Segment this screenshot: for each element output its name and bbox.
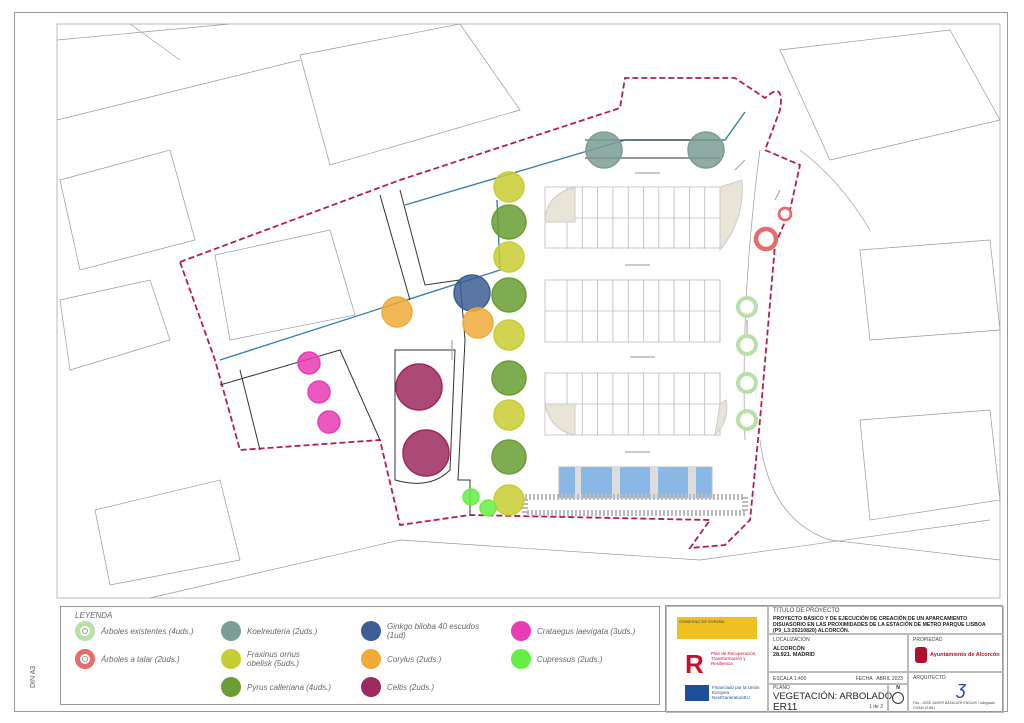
existing-tree — [735, 333, 759, 357]
legend-label: Cupressus (2uds.) — [537, 654, 603, 664]
plan-title: VEGETACIÓN: ARBOLADO — [773, 691, 893, 702]
planted-tree — [381, 296, 413, 328]
location-city: ALCORCÓN — [773, 646, 805, 652]
legend-label: Crataegus laevigata (3uds.) — [537, 626, 636, 636]
legend-label: Corylus (2uds.) — [387, 654, 442, 664]
tree-to-cut — [777, 206, 793, 222]
eu-flag — [685, 685, 709, 701]
existing-tree — [735, 408, 759, 432]
legend-item: Árboles existentes (4uds.) — [75, 621, 194, 641]
existing-tree — [735, 371, 759, 395]
pedestrian-crossing — [522, 494, 748, 516]
planted-tree — [493, 399, 525, 431]
species-swatch-icon — [511, 649, 531, 669]
legend-item: Corylus (2uds.) — [361, 649, 441, 669]
sheet-size-label: DIN A3 — [30, 665, 37, 688]
planted-tree — [402, 429, 450, 477]
planted-tree — [493, 241, 525, 273]
planted-tree — [479, 499, 497, 517]
plan-label: PLANO — [773, 685, 790, 691]
planters — [544, 179, 743, 437]
recovery-plan-logo-mark: R — [685, 649, 704, 679]
context-buildings — [56, 23, 1001, 599]
plan-frame — [56, 23, 1001, 599]
legend-item: Crataegus laevigata (3uds.) — [511, 621, 635, 641]
title-block: GOBIERNO DE ESPAÑA R Plan de Recuperació… — [665, 605, 1004, 713]
species-swatch-icon — [511, 621, 531, 641]
date-label: FECHA — [855, 676, 873, 682]
legend-item: Koelreuteria (2uds.) — [221, 621, 317, 641]
plan-code: ER11 — [773, 702, 798, 713]
legend-item: Ginkgo biloba 40 escudos (1ud) — [361, 621, 487, 641]
species-swatch-icon — [361, 621, 381, 641]
planted-tree — [491, 360, 527, 396]
species-swatch-icon — [221, 649, 241, 669]
species-swatch-icon — [221, 677, 241, 697]
tree-to-cut — [753, 226, 779, 252]
north-label: N — [896, 685, 900, 691]
date-value: ABRIL 2023 — [876, 676, 903, 682]
tree-to-cut-ring-icon — [75, 649, 95, 669]
legend-label: Celtis (2uds.) — [387, 682, 435, 692]
species-swatch-icon — [361, 677, 381, 697]
legend-item: Cupressus (2uds.) — [511, 649, 602, 669]
planted-tree — [462, 307, 494, 339]
legend-item: Fraxinus ornus obelisk (5uds.) — [221, 649, 327, 669]
existing-tree-ring-icon — [75, 621, 95, 641]
planted-tree — [491, 204, 527, 240]
location-label: LOCALIZACIÓN — [773, 637, 810, 643]
planted-tree — [493, 319, 525, 351]
legend-item: Árboles a talar (2uds.) — [75, 649, 180, 669]
scale-value: 1:400 — [793, 676, 807, 682]
planted-tree — [395, 363, 443, 411]
planted-tree — [687, 131, 725, 169]
project-title: PROYECTO BÁSICO Y DE EJECUCIÓN DE CREACI… — [773, 616, 986, 634]
existing-tree — [735, 295, 759, 319]
planted-tree — [297, 351, 321, 375]
trees — [297, 131, 793, 517]
logos-cell: GOBIERNO DE ESPAÑA R Plan de Recuperació… — [666, 606, 768, 713]
legend-label: Árboles existentes (4uds.) — [101, 626, 194, 636]
architect-name: Fdo.: JOSÉ JAVIER BATALLER ENGUIX / cole… — [913, 701, 995, 710]
scale-label: ESCALA — [773, 676, 793, 682]
planted-tree — [585, 131, 623, 169]
planted-tree — [491, 439, 527, 475]
page-number: 1 de 2 — [869, 704, 883, 710]
legend-item: Celtis (2uds.) — [361, 677, 434, 697]
alcorcon-crest — [915, 647, 927, 663]
site-plan — [56, 23, 1001, 599]
legend-title: LEYENDA — [75, 611, 113, 620]
legend-item: Pyrus calleriana (4uds.) — [221, 677, 331, 697]
accessible-parking — [558, 466, 713, 499]
legend: LEYENDA Árboles existentes (4uds.) Árbole… — [60, 606, 660, 705]
planted-tree — [462, 488, 480, 506]
ministry-logo: GOBIERNO DE ESPAÑA — [677, 617, 757, 639]
location-postal: 28.921. MADRID — [773, 652, 815, 658]
planted-tree — [317, 410, 341, 434]
owner-label: PROPIEDAD — [913, 637, 943, 643]
planted-tree — [307, 380, 331, 404]
planted-tree — [493, 484, 525, 516]
planted-tree — [493, 171, 525, 203]
architect-label: ARQUITECTO — [913, 675, 946, 681]
eu-logo: Financiado por la Unión Europea NextGene… — [712, 685, 760, 700]
species-swatch-icon — [361, 649, 381, 669]
legend-label: Árboles a talar (2uds.) — [101, 654, 180, 664]
legend-label: Fraxinus ornus obelisk (5uds.) — [247, 650, 300, 668]
species-swatch-icon — [221, 621, 241, 641]
architect-signature: ʒ — [957, 678, 966, 698]
planted-tree — [453, 274, 491, 312]
legend-label: Ginkgo biloba 40 escudos (1ud) — [387, 622, 480, 640]
legend-label: Koelreuteria (2uds.) — [247, 626, 318, 636]
owner-name: Ayuntamiento de Alcorcón — [930, 652, 1000, 658]
parking-bays — [544, 186, 721, 436]
legend-label: Pyrus calleriana (4uds.) — [247, 682, 332, 692]
north-arrow-icon — [892, 692, 904, 704]
recovery-plan-logo: Plan de Recuperación, Transformación y R… — [711, 651, 757, 666]
planted-tree — [491, 277, 527, 313]
project-label: TITULO DE PROYECTO — [773, 608, 840, 614]
drawing-sheet — [14, 12, 1008, 712]
